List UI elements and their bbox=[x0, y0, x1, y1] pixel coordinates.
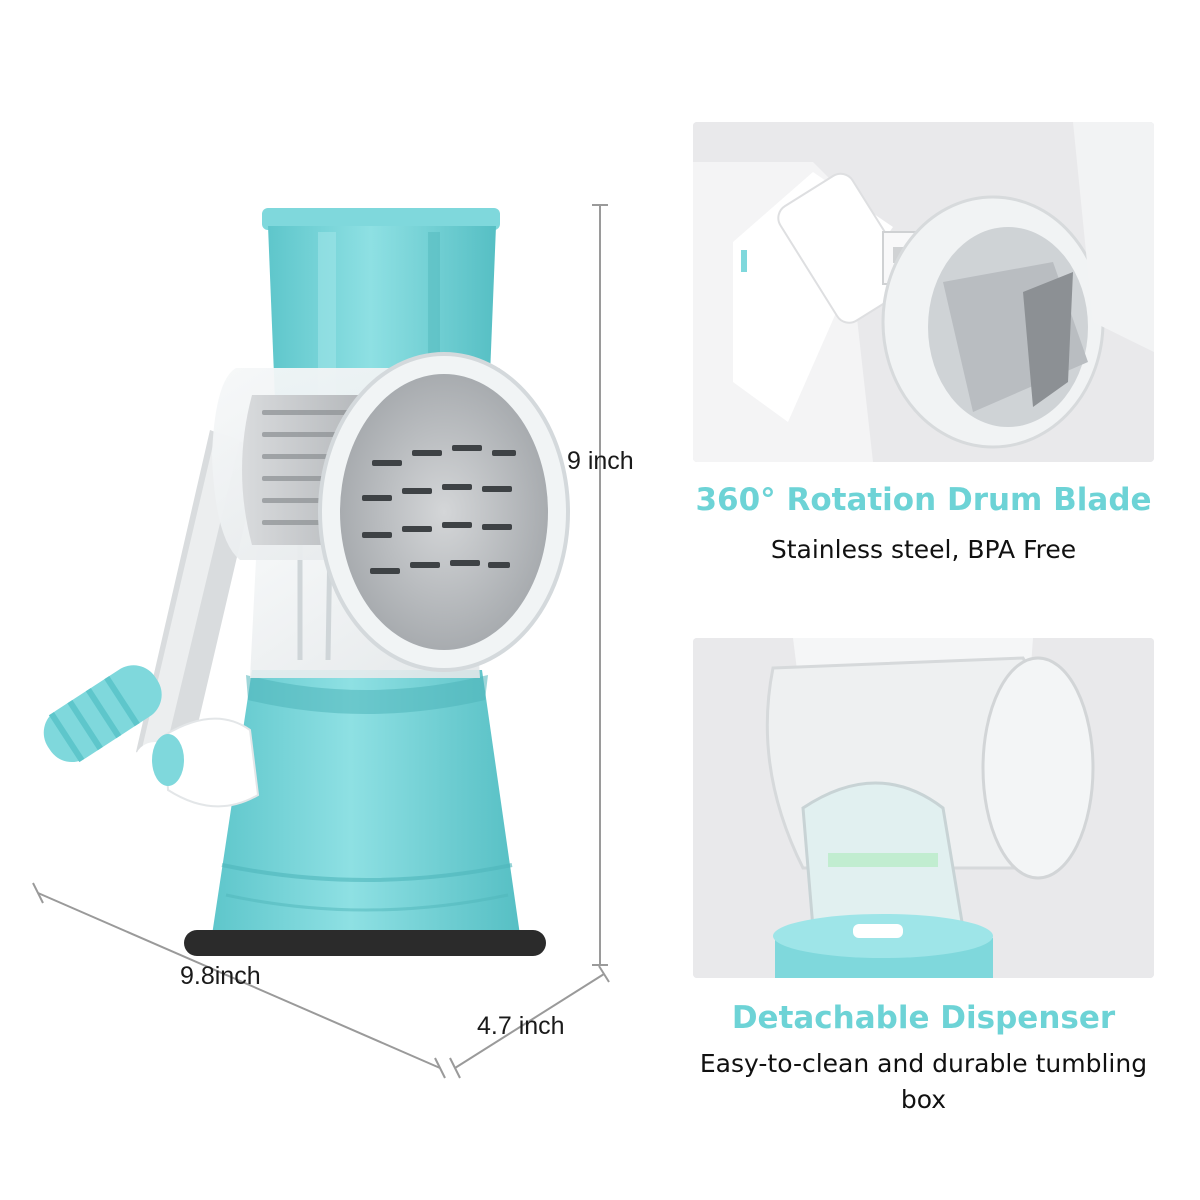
width-dimension-label: 4.7 inch bbox=[477, 1012, 565, 1040]
feature-1-description: Stainless steel, BPA Free bbox=[770, 535, 1077, 564]
feature-2-description: Easy-to-clean and durable tumbling box bbox=[699, 1049, 1148, 1115]
height-dimension-label: 9 inch bbox=[567, 447, 634, 475]
feature-2-title: Detachable Dispenser bbox=[731, 1000, 1116, 1036]
dimension-lines bbox=[32, 204, 610, 1079]
dispenser-photo bbox=[693, 638, 1154, 978]
length-dimension-label: 9.8inch bbox=[180, 962, 261, 990]
dispenser-image bbox=[693, 638, 1154, 978]
base bbox=[184, 670, 546, 956]
grater-drum bbox=[212, 352, 570, 672]
drum-blade-image bbox=[693, 122, 1154, 462]
product-illustration bbox=[32, 204, 610, 1079]
feature-1-title: 360° Rotation Drum Blade bbox=[695, 482, 1152, 518]
drum-blade-photo bbox=[693, 122, 1154, 462]
